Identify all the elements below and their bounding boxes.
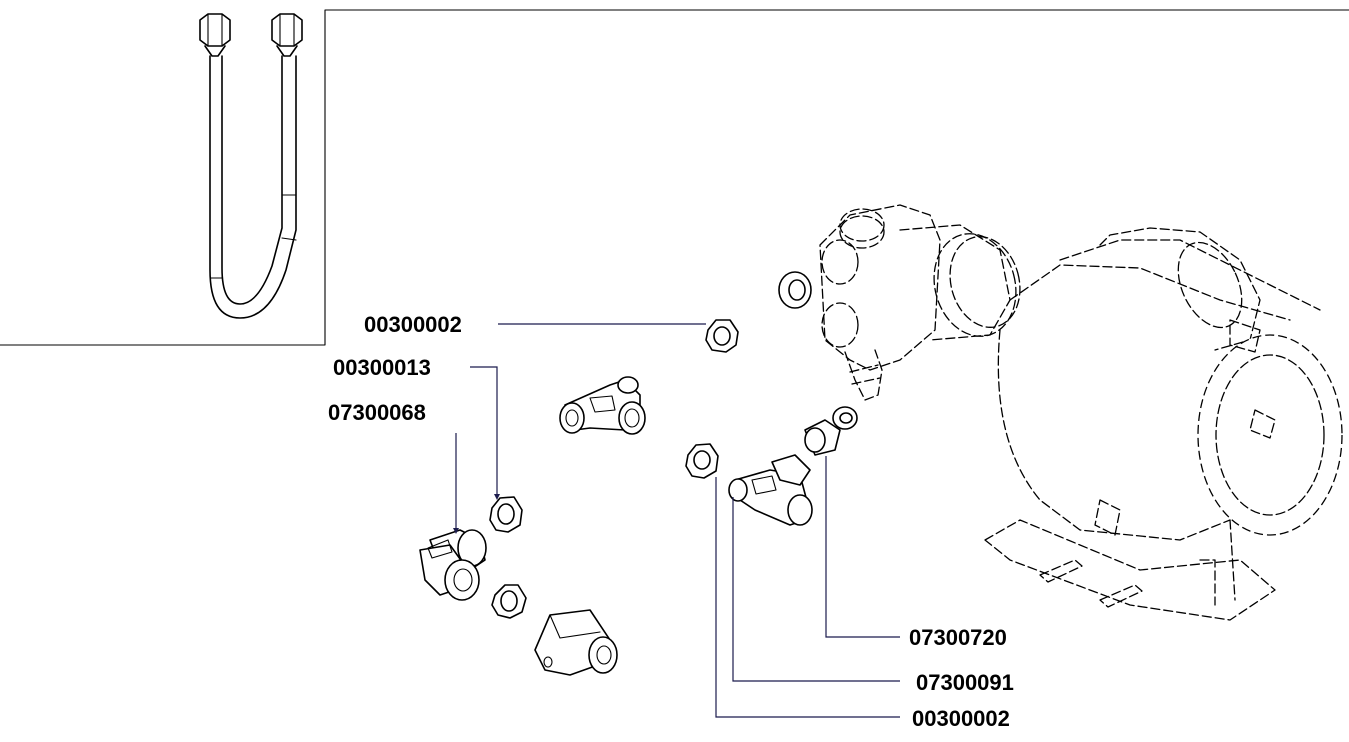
inset-frame-line [0,9,1349,346]
valve-body [534,609,618,676]
leader-c5 [732,497,900,682]
leader-c2 [470,366,498,496]
elbow-fitting-07300068 [419,529,487,601]
tee-fitting-upper [559,376,646,435]
callout-c5-label: 07300091 [916,670,1014,695]
motor [984,227,1343,621]
hose-left-nut [199,13,231,47]
callout-c4-label: 07300720 [909,625,1007,650]
pump-side-nut [778,271,812,309]
hose-right-nut [271,13,303,47]
callout-c6-label: 00300002 [912,706,1010,731]
callout-labels: 00300002 00300013 07300068 07300720 0730… [328,312,1014,731]
callout-c1-label: 00300002 [364,312,462,337]
pump-head [819,204,1021,401]
hex-nut-lower-left [491,584,527,619]
leader-lines [453,323,900,718]
hex-nut-top [705,319,739,353]
hose-detail-inset [0,9,1349,346]
hex-nut-00300013 [489,496,523,533]
leader-c4 [825,456,900,638]
elbow-fitting-07300720 [804,406,858,456]
hex-nut-00300002-lower [685,443,719,479]
tee-fitting-07300091 [728,454,813,526]
leader-c6 [715,477,900,718]
callout-c2-label: 00300013 [333,355,431,380]
callout-c3-label: 07300068 [328,400,426,425]
u-hose [199,13,303,319]
